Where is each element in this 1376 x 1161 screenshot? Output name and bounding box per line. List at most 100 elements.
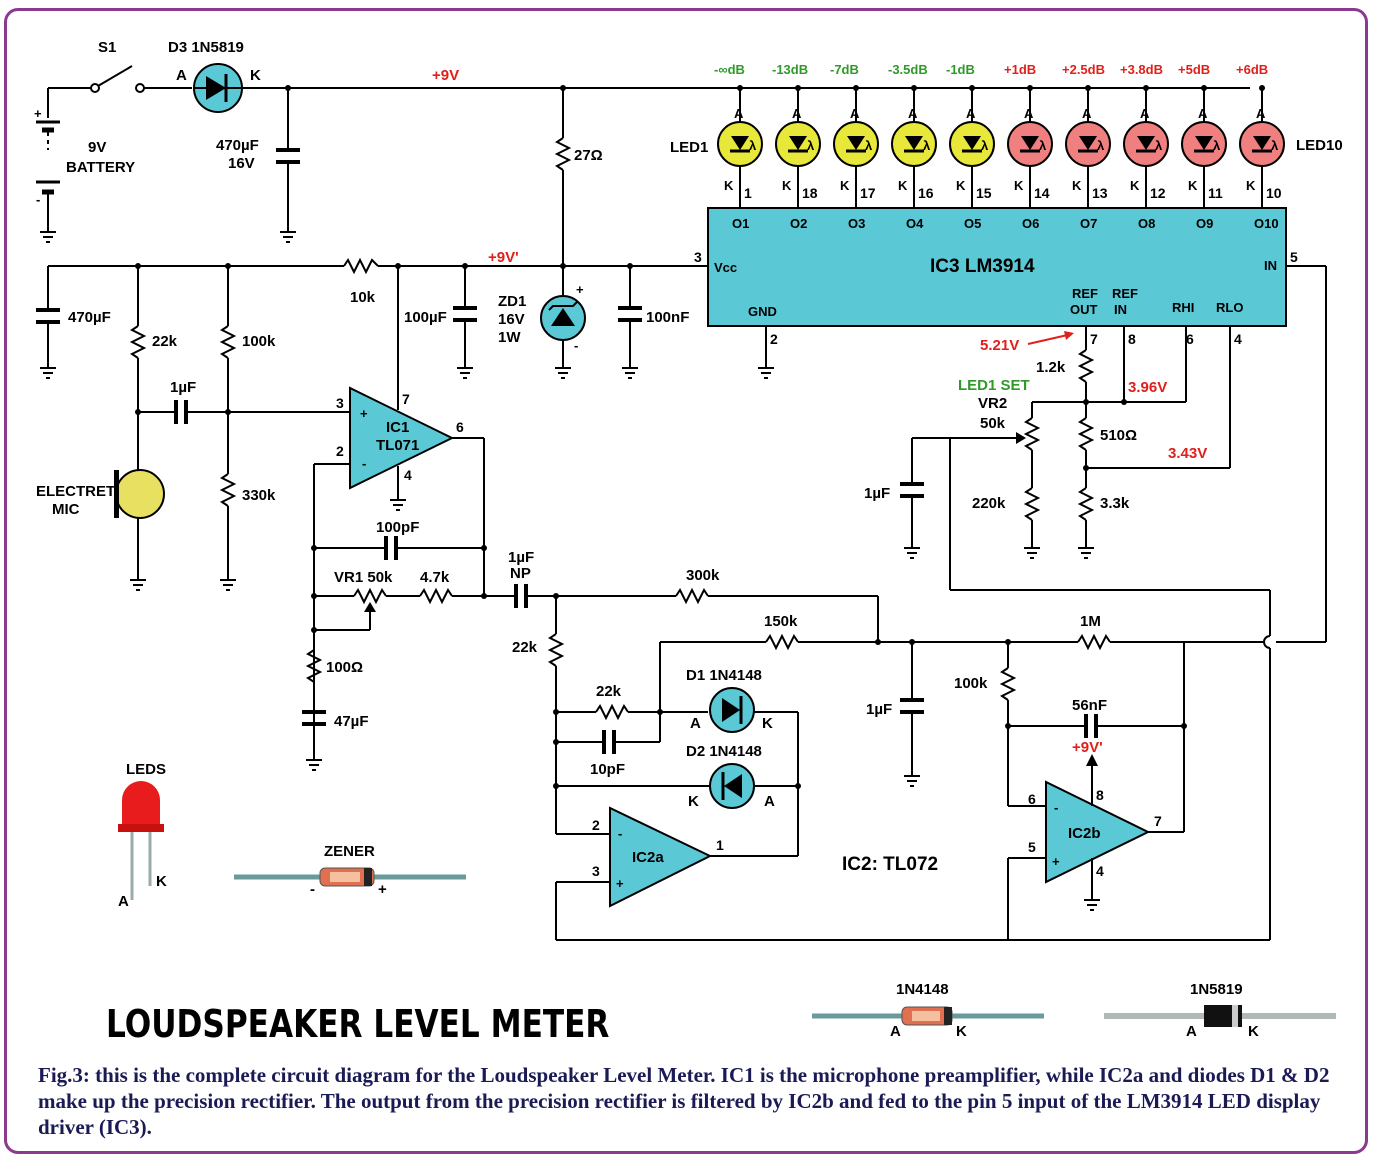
svg-text:100k: 100k <box>954 675 988 692</box>
feed-to-ic3 <box>949 265 1327 940</box>
svg-text:IC3 LM3914: IC3 LM3914 <box>930 256 1035 277</box>
ic3-output-label: O10 <box>1254 216 1279 231</box>
led-cathode-label: K <box>1072 178 1082 193</box>
db-label: -7dB <box>830 62 859 77</box>
svg-text:10k: 10k <box>350 289 376 306</box>
s1-label: S1 <box>98 39 116 56</box>
lambda-icon: λ <box>1039 138 1047 153</box>
ic3-output-label: O3 <box>848 216 865 231</box>
svg-text:+: + <box>34 106 42 121</box>
ic2-label: IC2: TL072 <box>842 854 938 875</box>
db-label: -1dB <box>946 62 975 77</box>
db-label: -13dB <box>772 62 808 77</box>
c470-16v: 470µF 16V <box>216 88 300 243</box>
led-anode-label: A <box>1198 106 1208 121</box>
ic3-output-label: O7 <box>1080 216 1097 231</box>
led-pin-number: 15 <box>976 185 992 201</box>
lambda-icon: λ <box>1097 138 1105 153</box>
svg-text:330k: 330k <box>242 487 276 504</box>
svg-text:100µF: 100µF <box>404 309 447 326</box>
svg-text:D2 1N4148: D2 1N4148 <box>686 743 762 760</box>
ic3-output-label: O5 <box>964 216 981 231</box>
svg-text:LEDS: LEDS <box>126 761 166 778</box>
r27: 27Ω <box>554 88 603 266</box>
ic3-output-label: O9 <box>1196 216 1213 231</box>
led-cathode-label: K <box>1188 178 1198 193</box>
lambda-icon: λ <box>749 138 757 153</box>
led-pin-number: 11 <box>1208 185 1223 201</box>
db-label: +3.8dB <box>1120 62 1163 77</box>
svg-text:4: 4 <box>404 467 412 483</box>
svg-text:REF: REF <box>1072 286 1098 301</box>
svg-text:IC2a: IC2a <box>632 849 664 866</box>
svg-text:MIC: MIC <box>52 501 80 518</box>
svg-text:+: + <box>576 282 584 297</box>
supply-decoupling: 100µF ZD1 16V 1W + - 100nF <box>404 266 689 379</box>
led-cathode-label: K <box>956 178 966 193</box>
svg-text:+: + <box>378 881 387 898</box>
led-pin-number: 17 <box>860 185 876 201</box>
svg-text:K: K <box>156 873 167 890</box>
svg-text:K: K <box>688 793 699 810</box>
led-anode-label: A <box>1140 106 1150 121</box>
svg-text:4: 4 <box>1234 331 1242 347</box>
1n4148-illustration: 1N4148 A K <box>812 981 1044 1040</box>
r100-c47: 100Ω 47µF <box>302 649 369 771</box>
svg-text:K: K <box>762 715 773 732</box>
svg-text:27Ω: 27Ω <box>574 147 603 164</box>
c1uf-filter: 1µF <box>866 642 924 787</box>
page-border <box>4 8 1368 1154</box>
svg-text:22k: 22k <box>512 639 538 656</box>
svg-text:A: A <box>690 715 701 732</box>
svg-text:IN: IN <box>1114 302 1127 317</box>
electret-mic: ELECTRET MIC <box>36 469 165 591</box>
svg-text:470µF: 470µF <box>216 137 259 154</box>
d1-diode: D1 1N4148 A K <box>686 667 799 856</box>
svg-text:1N4148: 1N4148 <box>896 981 949 998</box>
r100k-bias: 100k 330k <box>219 266 276 591</box>
svg-text:+: + <box>360 406 368 421</box>
svg-text:22k: 22k <box>596 683 622 700</box>
led-cathode-label: K <box>1130 178 1140 193</box>
svg-text:1µF: 1µF <box>866 701 892 718</box>
svg-text:A: A <box>118 893 129 910</box>
svg-text:5: 5 <box>1290 249 1298 265</box>
svg-text:100pF: 100pF <box>376 519 419 536</box>
svg-text:220k: 220k <box>972 495 1006 512</box>
d3-label: D3 1N5819 <box>168 39 244 56</box>
svg-text:3: 3 <box>694 249 702 265</box>
svg-text:NP: NP <box>510 565 531 582</box>
svg-text:A: A <box>176 67 187 84</box>
svg-text:2: 2 <box>592 817 600 833</box>
battery-voltage-label: 9V <box>88 139 106 156</box>
svg-text:RLO: RLO <box>1216 300 1243 315</box>
svg-text:1: 1 <box>716 837 724 853</box>
svg-text:100Ω: 100Ω <box>326 659 363 676</box>
lambda-icon: λ <box>981 138 989 153</box>
battery-label: BATTERY <box>66 159 135 176</box>
lambda-icon: λ <box>1213 138 1221 153</box>
svg-text:A: A <box>1186 1023 1197 1040</box>
lambda-icon: λ <box>923 138 931 153</box>
led-anode-label: A <box>1082 106 1092 121</box>
svg-text:16V: 16V <box>498 311 525 328</box>
svg-text:RHI: RHI <box>1172 300 1194 315</box>
lambda-icon: λ <box>807 138 815 153</box>
svg-text:ZENER: ZENER <box>324 843 375 860</box>
svg-text:ZD1: ZD1 <box>498 293 526 310</box>
zener-illustration: ZENER - + <box>234 843 466 898</box>
svg-text:-: - <box>36 192 40 207</box>
led1-label: LED1 <box>670 139 708 156</box>
svg-text:GND: GND <box>748 304 777 319</box>
vr1-4k7: VR1 50k 4.7k <box>311 569 516 633</box>
svg-text:2: 2 <box>770 331 778 347</box>
led-cathode-label: K <box>840 178 850 193</box>
led-cathode-label: K <box>782 178 792 193</box>
svg-text:K: K <box>1248 1023 1259 1040</box>
svg-text:Vcc: Vcc <box>714 260 737 275</box>
db-label: +2.5dB <box>1062 62 1105 77</box>
c470-left: 470µF <box>36 266 111 379</box>
